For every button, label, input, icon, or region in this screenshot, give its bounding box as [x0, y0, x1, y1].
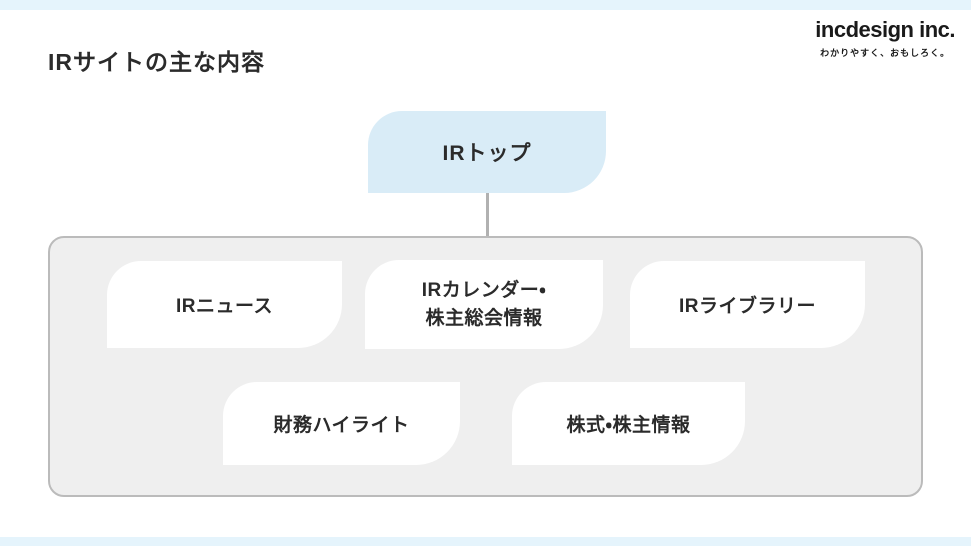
top-accent-bar	[0, 0, 971, 10]
node-ir-calendar: IRカレンダー・ 株主総会情報	[365, 260, 603, 349]
node-ir-library: IRライブラリー	[630, 261, 865, 348]
brand-name: incdesign inc.	[815, 17, 955, 42]
bottom-accent-bar	[0, 537, 971, 546]
node-financial-highlights-label: 財務ハイライト	[273, 415, 410, 436]
node-stock-shareholder-info: 株式・株主情報	[512, 382, 745, 465]
node-ir-library-label: IRライブラリー	[678, 296, 816, 317]
node-ir-news: IRニュース	[107, 261, 342, 348]
brand-tagline: わかりやすく、おもしろく。	[820, 48, 951, 59]
brand-logo: incdesign inc. わかりやすく、おもしろく。	[815, 17, 955, 59]
node-financial-highlights: 財務ハイライト	[223, 382, 460, 465]
connector-line	[486, 193, 489, 237]
node-stock-shareholder-info-label: 株式・株主情報	[566, 415, 691, 436]
node-ir-calendar-label-line1: IRカレンダー・	[421, 279, 547, 301]
node-ir-news-label: IRニュース	[175, 296, 274, 317]
node-ir-calendar-label-line2: 株主総会情報	[425, 307, 543, 329]
node-ir-top-label: IRトップ	[442, 142, 532, 165]
node-ir-top: IRトップ	[368, 111, 606, 193]
page-title: IRサイトの主な内容	[48, 49, 265, 75]
